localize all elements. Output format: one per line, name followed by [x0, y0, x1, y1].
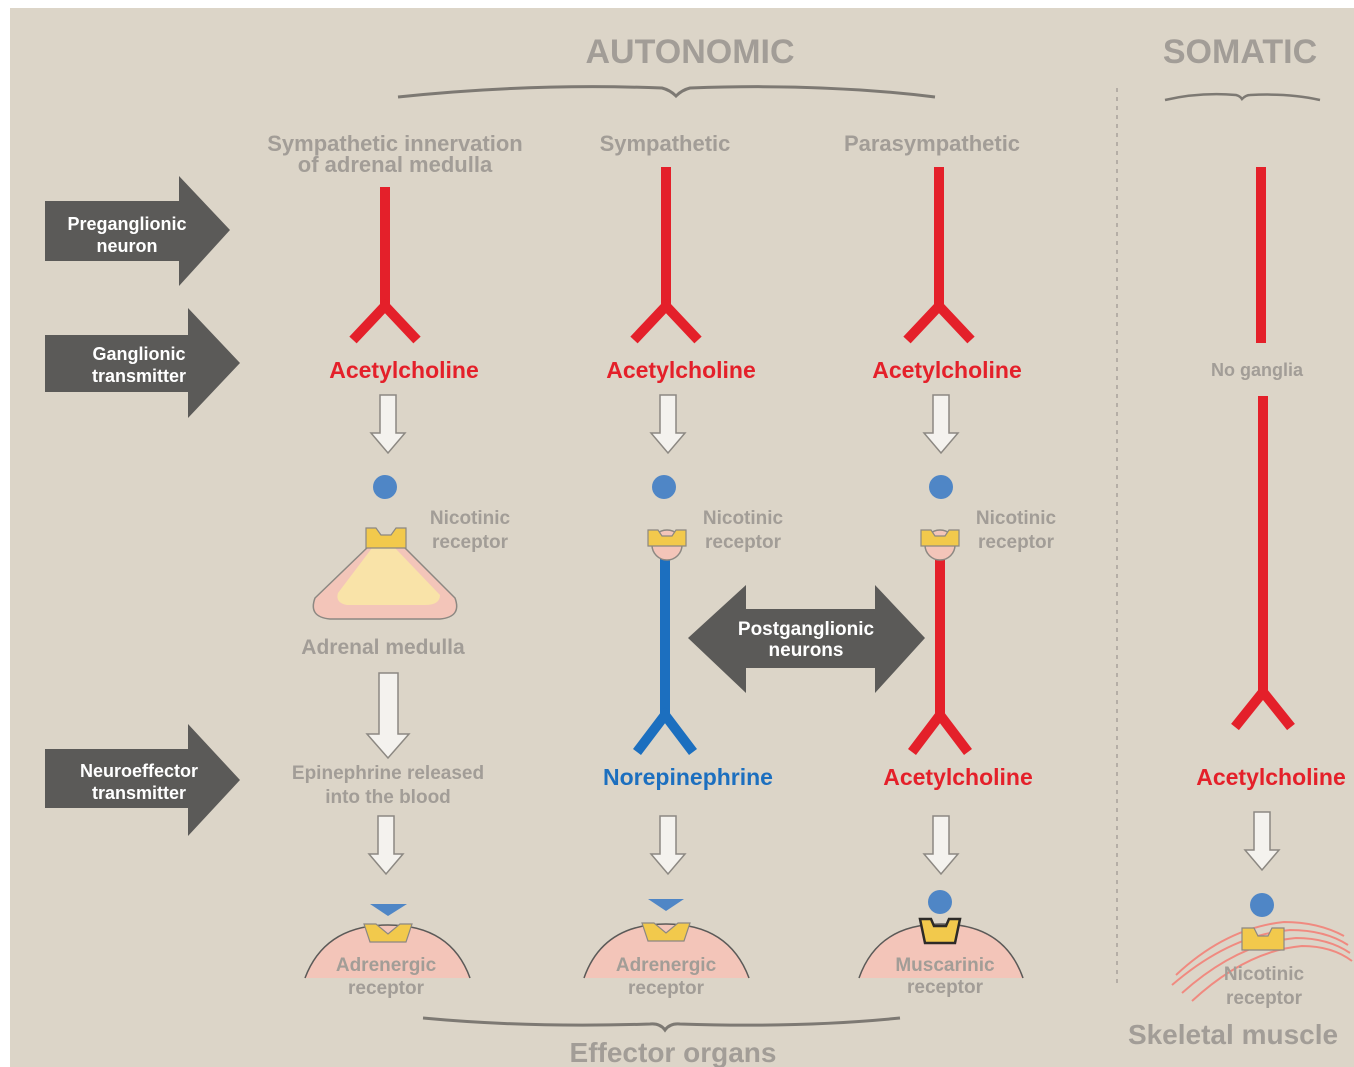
sympathetic-neuroeffector: Norepinephrine	[603, 764, 773, 790]
adrenal-neuroeffector-line1: Epinephrine released	[292, 763, 484, 784]
parasympathetic-ganglionic-transmitter: Acetylcholine	[872, 357, 1022, 383]
adrenal-acetylcholine-molecule	[373, 475, 397, 499]
somatic-header: SOMATIC	[1163, 33, 1317, 71]
parasympathetic-receptor-2-line1: Muscarinic	[895, 955, 995, 976]
sympathetic-preganglionic-neuron	[630, 167, 702, 344]
adrenal-title-line2: of adrenal medulla	[298, 152, 493, 177]
somatic-receptor-line2: receptor	[1226, 988, 1303, 1009]
adrenal-neuroeffector-line2: into the blood	[325, 787, 451, 808]
adrenal-receptor-2-line2: receptor	[348, 978, 425, 999]
postganglionic-neurons-arrow: Postganglionic neurons	[688, 585, 925, 693]
adrenal-receptor-2-line1: Adrenergic	[336, 955, 437, 976]
preganglionic-label-line1: Preganglionic	[67, 214, 186, 234]
somatic-neuroeffector: Acetylcholine	[1196, 764, 1346, 790]
parasympathetic-neuroeffector: Acetylcholine	[883, 764, 1033, 790]
sympathetic-receptor-1-line2: receptor	[705, 532, 782, 553]
adrenal-epinephrine-molecule	[370, 904, 407, 916]
adrenal-medulla-shape	[312, 544, 458, 620]
somatic-no-ganglia: No ganglia	[1211, 360, 1304, 380]
parasympathetic-receptor-1-line1: Nicotinic	[976, 508, 1057, 529]
parasympathetic-receptor-2-line2: receptor	[907, 977, 984, 998]
ganglionic-transmitter-arrow: Ganglionic transmitter	[45, 308, 240, 418]
sympathetic-adrenergic-receptor-icon	[641, 922, 691, 942]
sympathetic-acetylcholine-molecule	[652, 475, 676, 499]
sympathetic-receptor-2-line1: Adrenergic	[616, 955, 717, 976]
ganglionic-label-line2: transmitter	[92, 366, 186, 386]
parasympathetic-muscarinic-receptor-icon	[918, 917, 962, 945]
autonomic-brace	[397, 85, 936, 99]
adrenal-medulla-label: Adrenal medulla	[301, 636, 465, 659]
parasympathetic-preganglionic-neuron	[903, 167, 975, 344]
adrenal-effector-tissue	[305, 925, 470, 978]
somatic-neuron-lower	[1231, 396, 1295, 731]
skeletal-muscle-label: Skeletal muscle	[1128, 1019, 1338, 1050]
adrenal-down-arrow-2	[365, 672, 411, 760]
adrenal-ganglionic-transmitter: Acetylcholine	[329, 357, 479, 383]
sympathetic-norepinephrine-molecule	[648, 899, 684, 911]
sympathetic-effector-tissue	[584, 924, 749, 978]
preganglionic-arrow: Preganglionic neuron	[45, 176, 230, 286]
somatic-receptor-line1: Nicotinic	[1224, 964, 1305, 985]
sympathetic-nicotinic-receptor-icon	[647, 529, 687, 547]
parasympathetic-acetylcholine-molecule-2	[928, 890, 952, 914]
neuroeffector-label-line2: transmitter	[92, 783, 186, 803]
somatic-brace	[1164, 92, 1321, 102]
adrenal-receptor-1-line1: Nicotinic	[430, 508, 511, 529]
neuroeffector-label-line1: Neuroeffector	[80, 761, 198, 781]
autonomic-header: AUTONOMIC	[585, 33, 794, 71]
sympathetic-postganglionic-neuron	[633, 556, 697, 756]
adrenal-title-line1: Sympathetic innervation	[267, 131, 523, 156]
parasympathetic-title: Parasympathetic	[844, 131, 1020, 156]
sympathetic-receptor-1-line1: Nicotinic	[703, 508, 784, 529]
somatic-nicotinic-receptor-icon	[1241, 927, 1285, 951]
effector-organs-label: Effector organs	[570, 1037, 777, 1067]
adrenal-adrenergic-receptor-icon	[363, 923, 413, 943]
parasympathetic-effector-tissue	[859, 924, 1023, 978]
effector-organs-brace	[422, 1016, 901, 1033]
postganglionic-label-line2: neurons	[769, 640, 844, 661]
adrenal-preganglionic-neuron	[349, 187, 421, 344]
preganglionic-label-line2: neuron	[97, 236, 158, 256]
parasympathetic-nicotinic-receptor-icon	[920, 529, 960, 547]
adrenal-nicotinic-receptor-icon	[365, 527, 407, 549]
parasympathetic-receptor-1-line2: receptor	[978, 532, 1055, 553]
adrenal-receptor-1-line2: receptor	[432, 532, 509, 553]
somatic-acetylcholine-molecule	[1250, 893, 1274, 917]
sympathetic-title: Sympathetic	[600, 131, 731, 156]
sympathetic-ganglionic-transmitter: Acetylcholine	[606, 357, 756, 383]
parasympathetic-postganglionic-neuron	[908, 556, 972, 756]
neuroeffector-transmitter-arrow: Neuroeffector transmitter	[45, 724, 240, 836]
sympathetic-receptor-2-line2: receptor	[628, 978, 705, 999]
ganglionic-label-line1: Ganglionic	[92, 344, 185, 364]
parasympathetic-acetylcholine-molecule	[929, 475, 953, 499]
postganglionic-label-line1: Postganglionic	[738, 619, 875, 640]
